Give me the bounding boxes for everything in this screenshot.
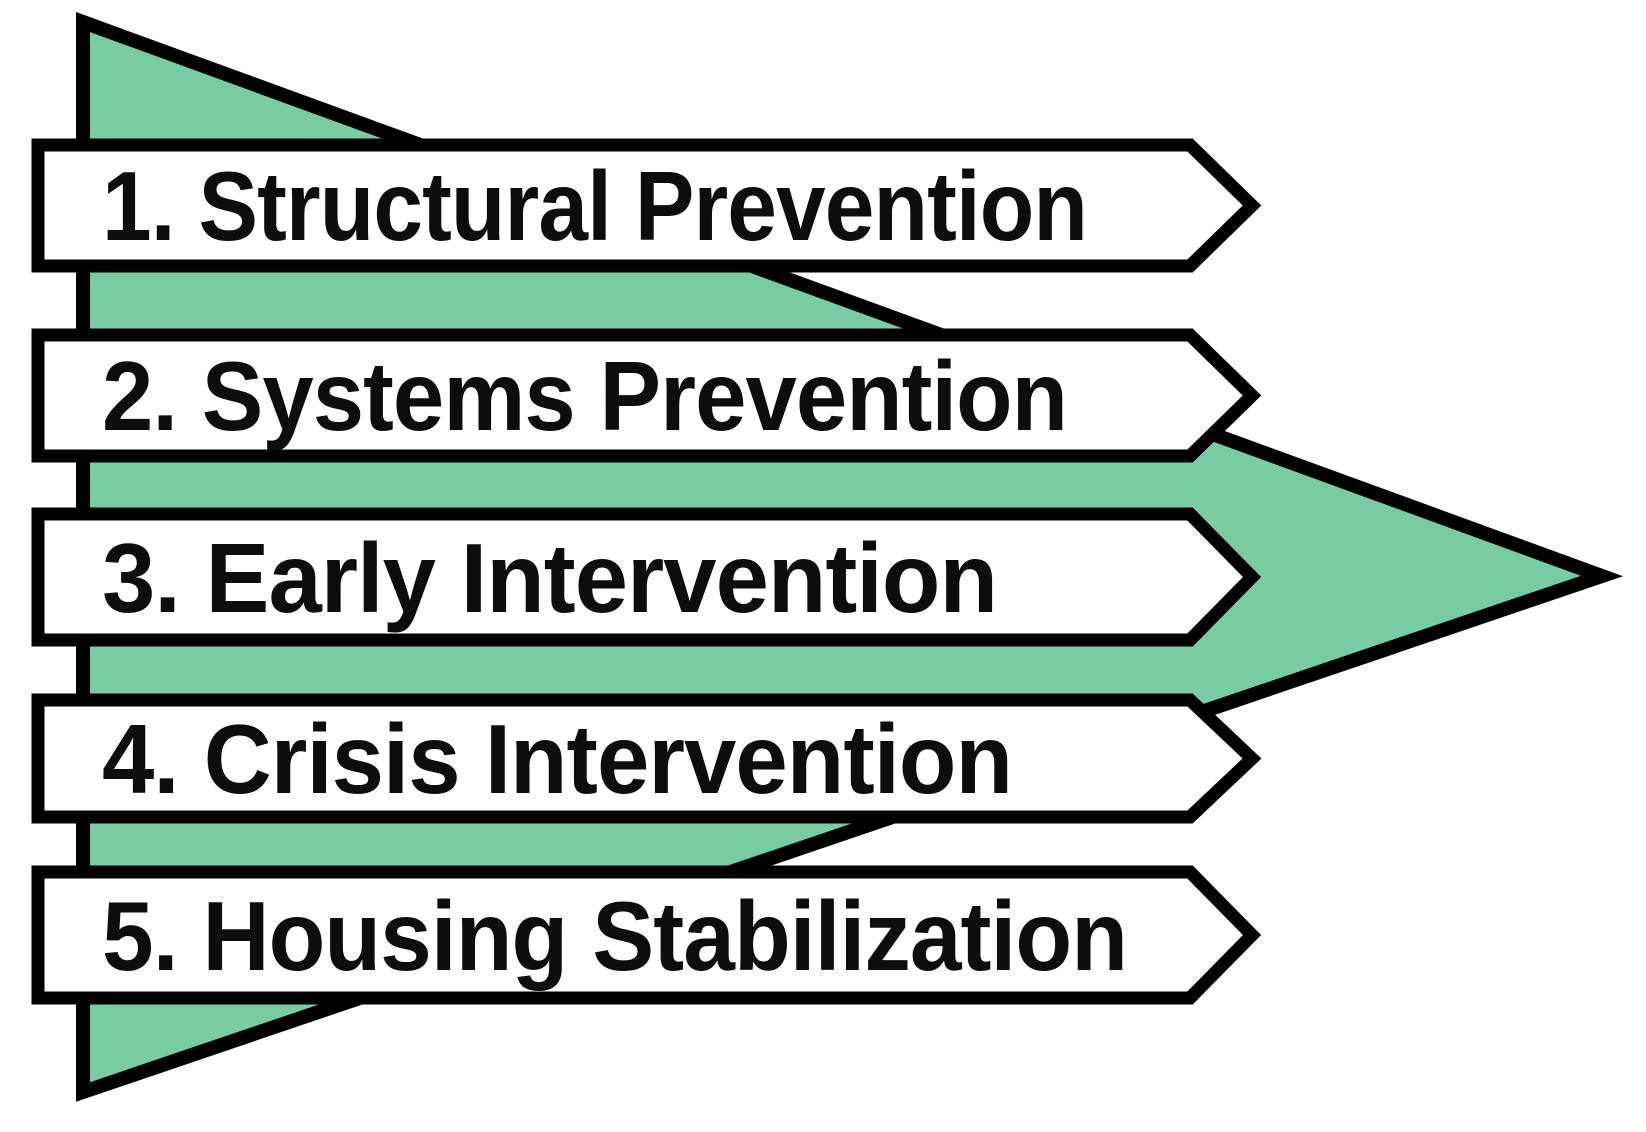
banner-2-shape bbox=[31, 328, 1262, 463]
banner-5: 5. Housing Stabilization bbox=[31, 865, 1262, 1005]
banner-3-label: 3. Early Intervention bbox=[102, 523, 997, 633]
banner-5-label: 5. Housing Stabilization bbox=[102, 881, 1127, 991]
banner-3: 3. Early Intervention bbox=[31, 507, 1262, 647]
banner-3-shape bbox=[31, 507, 1262, 647]
banner-1-shape bbox=[31, 138, 1262, 273]
banner-4-label: 4. Crisis Intervention bbox=[102, 704, 1012, 814]
banner-5-shape bbox=[31, 865, 1262, 1005]
banner-2-label: 2. Systems Prevention bbox=[102, 341, 1067, 451]
banner-2: 2. Systems Prevention bbox=[31, 328, 1262, 463]
banner-1-label: 1. Structural Prevention bbox=[102, 151, 1087, 261]
banner-4: 4. Crisis Intervention bbox=[31, 693, 1262, 824]
banner-1: 1. Structural Prevention bbox=[31, 138, 1262, 273]
banner-4-shape bbox=[31, 693, 1262, 824]
